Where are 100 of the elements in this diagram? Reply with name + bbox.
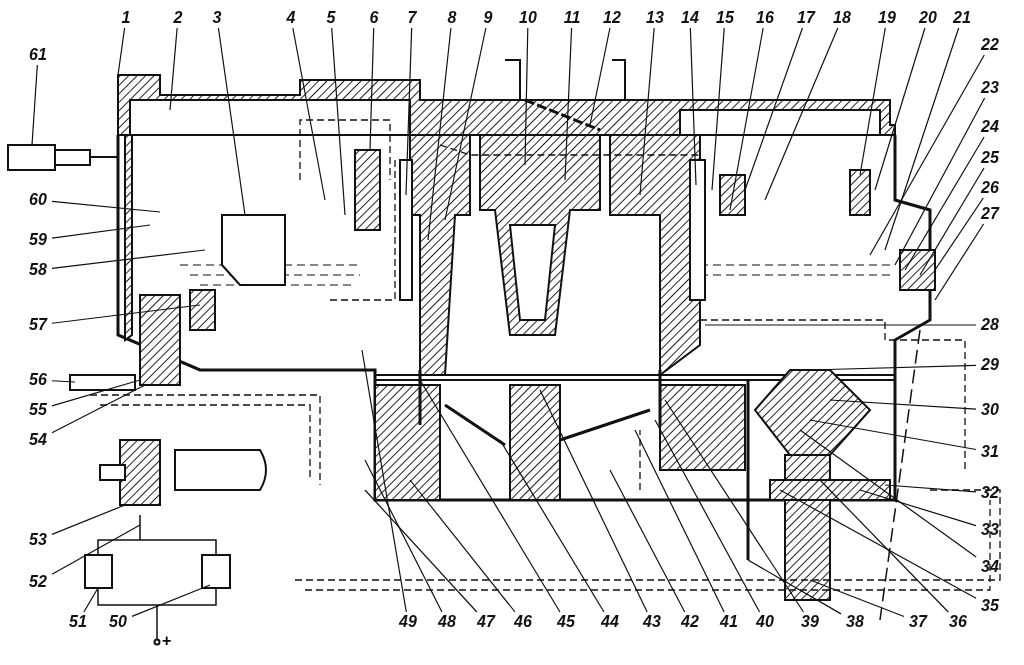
leader-line	[869, 54, 985, 256]
callout-number: 38	[842, 613, 868, 631]
leader-line	[809, 419, 977, 451]
leader-line	[364, 489, 478, 613]
callout-number: 51	[65, 613, 91, 631]
leader-line	[744, 27, 804, 191]
callout-number: 10	[515, 9, 541, 27]
callout-number: 17	[793, 9, 819, 27]
callout-number: 7	[399, 9, 425, 27]
leader-line	[444, 27, 487, 221]
leader-line	[51, 249, 206, 269]
leader-line	[819, 479, 949, 613]
leader-line	[809, 579, 905, 618]
callout-number: 13	[642, 9, 668, 27]
leader-line	[524, 27, 529, 166]
callout-number: 39	[797, 613, 823, 631]
callout-number: 21	[949, 9, 975, 27]
leader-line	[419, 379, 561, 613]
leader-line	[51, 524, 141, 575]
leader-line	[51, 504, 126, 535]
callout-number: 32	[977, 484, 1003, 502]
leader-line	[51, 379, 141, 407]
callout-number: 50	[105, 613, 131, 631]
callout-number: 53	[25, 531, 51, 549]
leader-line	[369, 27, 375, 151]
leader-line	[934, 197, 984, 271]
leader-line	[51, 304, 201, 324]
leader-line	[539, 389, 648, 613]
callout-number: 58	[25, 261, 51, 279]
leader-line	[859, 27, 886, 176]
callout-number: 25	[977, 149, 1003, 167]
leader-line	[884, 484, 977, 493]
callout-number: 29	[977, 356, 1003, 374]
callout-number: 14	[677, 9, 703, 27]
callout-number: 28	[977, 316, 1003, 334]
callout-number: 6	[361, 9, 387, 27]
callout-number: 44	[597, 613, 623, 631]
leader-line	[217, 27, 246, 216]
callout-number: 40	[752, 613, 778, 631]
leader-line	[829, 399, 977, 410]
callout-number: 41	[716, 613, 742, 631]
callout-number: 60	[25, 191, 51, 209]
callout-number: 22	[977, 36, 1003, 54]
leader-line	[609, 469, 686, 613]
callout-number: 33	[977, 521, 1003, 539]
callout-number: 11	[559, 9, 585, 27]
leader-line	[664, 399, 805, 613]
leader-line	[704, 324, 977, 326]
leader-line	[884, 27, 960, 251]
leader-line	[292, 27, 326, 201]
callout-number: 52	[25, 573, 51, 591]
leader-line	[711, 27, 725, 191]
callout-number: 34	[977, 558, 1003, 576]
leader-line	[405, 27, 413, 196]
callout-number: 30	[977, 401, 1003, 419]
callout-number: 59	[25, 231, 51, 249]
leader-line	[361, 349, 407, 613]
callout-number: 36	[945, 613, 971, 631]
leader-line	[499, 439, 605, 613]
leader-line	[904, 136, 985, 271]
leader-line	[564, 27, 573, 181]
callout-number: 47	[473, 613, 499, 631]
leader-line	[51, 384, 146, 434]
leader-line	[427, 27, 452, 241]
leader-line	[689, 27, 697, 186]
callout-number: 56	[25, 371, 51, 389]
leader-line	[83, 587, 99, 613]
callout-number: 35	[977, 597, 1003, 615]
leader-line	[31, 64, 38, 146]
callout-number: 18	[829, 9, 855, 27]
callout-number: 61	[25, 46, 51, 64]
callout-number: 43	[639, 613, 665, 631]
callout-number: 27	[977, 205, 1003, 223]
leader-line	[894, 97, 986, 266]
leader-line	[364, 459, 443, 613]
leader-line	[51, 380, 76, 383]
callout-number: 42	[677, 613, 703, 631]
leader-line	[589, 27, 611, 126]
callout-number: 26	[977, 179, 1003, 197]
callout-number: 16	[752, 9, 778, 27]
callout-number: 8	[439, 9, 465, 27]
leader-line	[729, 27, 764, 211]
callout-number: 9	[475, 9, 501, 27]
callout-number: 1	[113, 9, 139, 27]
leader-line	[131, 584, 211, 617]
callout-number: 23	[977, 79, 1003, 97]
polarity-label: +	[162, 632, 172, 650]
callout-number: 3	[204, 9, 230, 27]
callout-number: 37	[905, 613, 931, 631]
callout-number: 55	[25, 401, 51, 419]
callout-number: 15	[712, 9, 738, 27]
leader-line	[934, 223, 985, 301]
leader-line	[639, 27, 655, 196]
callout-number: 12	[599, 9, 625, 27]
leader-line	[169, 27, 178, 111]
leader-line	[764, 27, 839, 201]
callout-number: 31	[977, 443, 1003, 461]
callout-number: 4	[278, 9, 304, 27]
leader-line	[799, 429, 977, 558]
callout-number: 45	[553, 613, 579, 631]
